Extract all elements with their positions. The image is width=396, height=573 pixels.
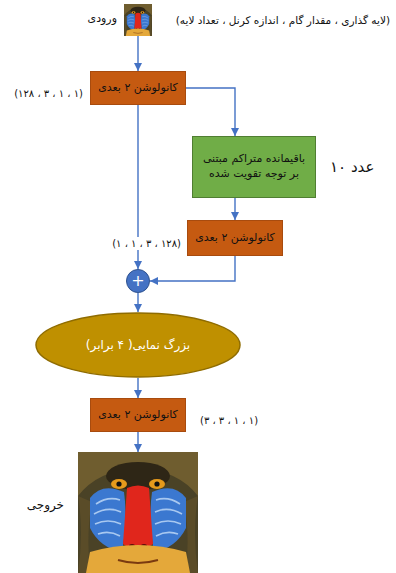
repeat-count: ۱۰ عدد [328, 158, 376, 178]
layer-params: (۱۲۸ ، ۳ ، ۱ ، ۱) [12, 87, 85, 100]
process-box: کانولوشن ۲ بعدی [90, 71, 186, 105]
node-text: بزرگ نمایی( ۴ برابر) [86, 337, 190, 353]
image-caption: خروجی [27, 497, 64, 513]
layer-params: (۱ ، ۱ ، ۳ ، ۱۲۸) [110, 237, 183, 250]
layer-params-holder: (۳ ، ۳ ، ۱ ، ۱) [198, 409, 260, 428]
image-node: ورودی [124, 4, 152, 36]
connector-arrow [137, 293, 138, 312]
node-text: کانولوشن ۲ بعدی [98, 408, 178, 423]
connector-arrow [234, 198, 235, 220]
image-caption: ورودی [88, 12, 117, 27]
ellipse-shape [36, 313, 240, 377]
node-text: + [131, 270, 144, 292]
output-image [78, 452, 198, 573]
connector-arrow [186, 88, 235, 136]
connector-arrow [150, 256, 235, 281]
process-box: کانولوشن ۲ بعدی [187, 220, 283, 256]
layer-params: (۳ ، ۳ ، ۱ ، ۱) [198, 414, 260, 427]
layer-params-holder: (۱۲۸ ، ۳ ، ۱ ، ۱) [12, 82, 85, 101]
connector-arrow [137, 36, 138, 71]
connector-arrow [137, 378, 138, 398]
parameter-order-note: (لایه گذاری ، مقدار گام ، اندازه کرنل ، … [174, 14, 392, 28]
upsample-ellipse: بزرگ نمایی( ۴ برابر) [35, 312, 241, 378]
layer-params-holder: (۱ ، ۱ ، ۳ ، ۱۲۸) [110, 232, 183, 251]
node-text: کانولوشن ۲ بعدی [195, 231, 275, 246]
process-box: باقیمانده متراکم مبتنی بر توجه تقویت شده [192, 136, 316, 198]
process-box: کانولوشن ۲ بعدی [90, 398, 186, 432]
image-node: خروجی [78, 452, 198, 573]
sum-circle: + [126, 269, 150, 293]
input-image [124, 4, 152, 36]
connector-arrow [137, 432, 138, 452]
node-text: کانولوشن ۲ بعدی [98, 81, 178, 96]
repeat-count-holder: ۱۰ عدد [328, 157, 376, 178]
parameter-order-note-holder: (لایه گذاری ، مقدار گام ، اندازه کرنل ، … [174, 9, 392, 28]
node-text: باقیمانده متراکم مبتنی بر توجه تقویت شده [199, 152, 309, 182]
